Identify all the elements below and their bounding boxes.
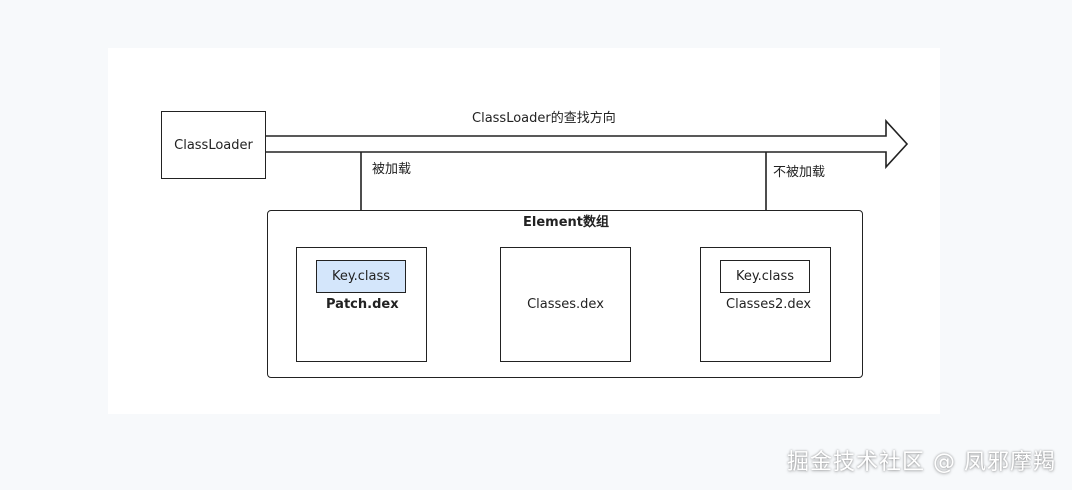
classloader-label: ClassLoader	[174, 137, 253, 153]
watermark: 掘金技术社区 @ 凤邪摩羯	[787, 450, 1056, 475]
patch-dex-label: Patch.dex	[326, 297, 399, 312]
loaded-label: 被加载	[372, 162, 412, 177]
classes2-key-class-label: Key.class	[735, 269, 795, 284]
search-direction-arrow	[265, 118, 909, 170]
classes2-key-class-box: Key.class	[720, 260, 810, 293]
not-loaded-label: 不被加载	[773, 165, 826, 180]
element-array-label: Element数组	[523, 215, 609, 230]
patch-key-class-box: Key.class	[316, 260, 406, 293]
classes-dex-label: Classes.dex	[527, 297, 604, 312]
classes-dex-box: Classes.dex	[500, 247, 631, 362]
patch-key-class-label: Key.class	[331, 269, 391, 284]
classes2-dex-label: Classes2.dex	[726, 297, 812, 312]
classloader-box: ClassLoader	[161, 111, 266, 179]
search-direction-label: ClassLoader的查找方向	[472, 111, 616, 126]
